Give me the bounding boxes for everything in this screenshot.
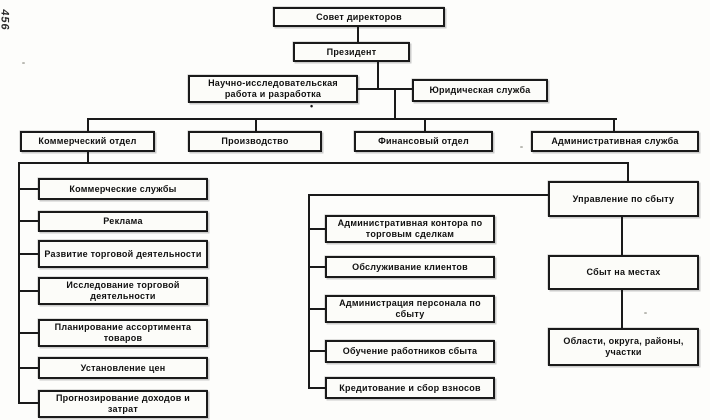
box-board-of-directors: Совет директоров — [273, 7, 445, 27]
connector-sales-management-to-spine — [308, 194, 548, 196]
connector-research-legal — [358, 88, 412, 90]
box-trade-development: Развитие торговой деятельности — [38, 240, 208, 268]
box-production: Производство — [188, 131, 322, 152]
footnote-asterisk: • — [310, 101, 314, 111]
box-finance-department: Финансовый отдел — [354, 131, 493, 152]
connector-drop-admin — [613, 118, 615, 132]
box-sales-staff-training: Обучение работников сбыта — [325, 340, 495, 363]
box-trade-deals-office: Административная контора по торговым сде… — [325, 215, 495, 243]
connector-branch-forecasting — [18, 402, 38, 404]
connector-branch-crediting — [308, 387, 325, 389]
box-sales-management: Управление по сбыту — [548, 181, 699, 217]
box-research-and-development: Научно-исследовательская работа и разраб… — [188, 75, 358, 103]
connector-branch-advertising — [18, 220, 38, 222]
connector-commercial-down — [87, 152, 89, 163]
connector-board-president — [357, 27, 359, 43]
connector-branch-personnel — [308, 308, 325, 310]
connector-branch-assortment — [18, 332, 38, 334]
connector-field-to-regions — [621, 290, 623, 328]
scan-speck — [644, 312, 647, 314]
box-field-sales: Сбыт на местах — [548, 255, 699, 290]
connector-branch-training — [308, 350, 325, 352]
box-sales-personnel-administration: Администрация персонала по сбыту — [325, 295, 495, 323]
scan-speck — [22, 62, 25, 64]
box-income-forecasting: Прогнозирование доходов и затрат — [38, 390, 208, 418]
box-price-setting: Установление цен — [38, 357, 208, 379]
scan-speck — [520, 146, 523, 148]
connector-drop-production — [255, 118, 257, 132]
connector-sales-to-field — [621, 217, 623, 255]
connector-drop-finance — [424, 118, 426, 132]
box-regions-districts: Области, округа, районы, участки — [548, 328, 699, 366]
box-assortment-planning: Планирование ассортимента товаров — [38, 319, 208, 347]
box-customer-service: Обслуживание клиентов — [325, 256, 495, 278]
connector-lower-rail — [18, 162, 629, 164]
box-trade-research: Исследование торговой деятельности — [38, 277, 208, 305]
connector-trunk-to-row — [394, 88, 396, 120]
connector-branch-trade-development — [18, 253, 38, 255]
connector-president-down — [377, 62, 379, 90]
connector-left-spine — [18, 162, 20, 404]
box-administrative-service: Административная служба — [531, 131, 699, 152]
box-commercial-services: Коммерческие службы — [38, 178, 208, 200]
connector-branch-pricing — [18, 367, 38, 369]
connector-branch-trade-research — [18, 290, 38, 292]
connector-branch-commercial-services — [18, 188, 38, 190]
connector-department-rail — [87, 118, 617, 120]
connector-branch-customer-service — [308, 266, 325, 268]
page-number: 456 — [0, 8, 11, 32]
connector-drop-commercial — [87, 118, 89, 132]
box-commercial-department: Коммерческий отдел — [20, 131, 155, 152]
connector-middle-spine — [308, 194, 310, 388]
box-legal-service: Юридическая служба — [412, 79, 548, 102]
box-advertising: Реклама — [38, 211, 208, 232]
box-crediting-and-dues: Кредитование и сбор взносов — [325, 377, 495, 399]
box-president: Президент — [293, 42, 410, 62]
connector-drop-sales-management — [627, 162, 629, 181]
connector-branch-trade-deals-office — [308, 228, 325, 230]
